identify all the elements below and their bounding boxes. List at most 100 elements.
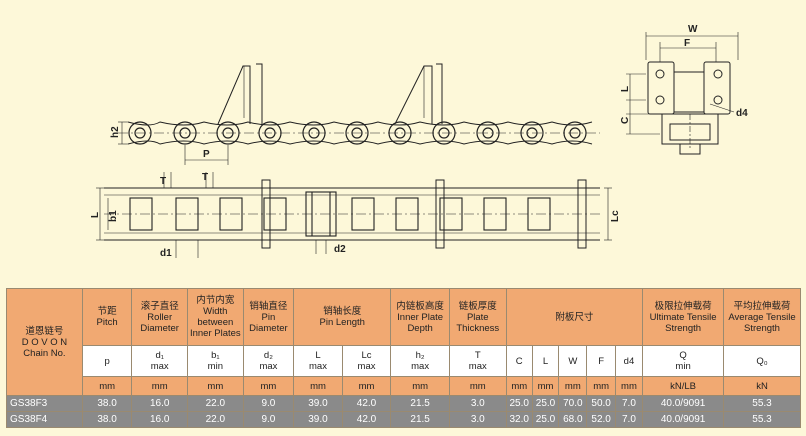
unit-row: mm mm mm mm mm mm mm mm mm mm mm mm mm k… <box>7 376 801 396</box>
sym-sub: max <box>468 361 487 372</box>
sym: T <box>474 350 481 361</box>
dim-w-label: W <box>688 24 698 35</box>
sym: h₂ <box>415 350 425 361</box>
col-header-cn: 滚子直径 <box>140 300 179 312</box>
sym-attach-d4: d4 <box>614 345 644 377</box>
sym: b₁ <box>211 350 220 361</box>
dim-l-attach-label: L <box>620 86 631 92</box>
cell-b1: 22.0 <box>187 411 244 428</box>
model-cell: GS38F3 <box>6 395 83 412</box>
chain-technical-drawing: h2 P W F L C d4 <box>90 24 748 259</box>
col-header-en: Width between Inner Plates <box>189 306 241 339</box>
cell-w: 70.0 <box>558 395 588 412</box>
cell-l: 39.0 <box>293 411 343 428</box>
cell-h2: 21.5 <box>390 411 450 428</box>
sym: d4 <box>623 355 635 367</box>
dim-l-pin-label: L <box>90 212 101 218</box>
unit-cell: mm <box>242 376 295 396</box>
sym-sub: max <box>357 361 376 372</box>
col-header-en: Average Tensile Strength <box>728 311 796 334</box>
unit-cell: mm <box>448 376 507 396</box>
dim-t1-label: T <box>160 176 166 187</box>
cell-c: 25.0 <box>505 395 533 412</box>
table-row: GS38F3 38.0 16.0 22.0 9.0 39.0 42.0 21.5… <box>6 395 801 412</box>
cell-d1: 16.0 <box>131 411 189 428</box>
sym-sub: min <box>675 361 691 372</box>
unit-cell: kN/LB <box>642 376 725 396</box>
sym: Q <box>679 350 687 361</box>
unit-cell: mm <box>293 376 343 396</box>
cell-d4: 7.0 <box>614 411 644 428</box>
col-header-cn: 附板尺寸 <box>555 311 594 323</box>
model-cell: GS38F4 <box>6 411 83 428</box>
sym: C <box>515 355 523 367</box>
col-header-en: Ultimate Tensile Strength <box>649 311 717 334</box>
chain-top-view <box>96 172 612 258</box>
sym-sub: max <box>259 361 278 372</box>
sym: Q₀ <box>756 355 768 367</box>
sym: d₂ <box>263 350 273 361</box>
table-row: GS38F4 38.0 16.0 22.0 9.0 39.0 42.0 21.5… <box>6 411 801 428</box>
model-header-brand: D O V O N <box>21 336 68 348</box>
sym-sub: min <box>207 361 223 372</box>
cell-la: 25.0 <box>531 411 560 428</box>
unit-cell: mm <box>586 376 616 396</box>
col-header-en: Pin Diameter <box>249 311 288 334</box>
col-header-en: Inner Plate Depth <box>397 311 444 334</box>
cell-b1: 22.0 <box>187 395 244 412</box>
attachment-end-view <box>626 32 739 155</box>
cell-q0: 55.3 <box>723 395 801 412</box>
unit-cell: mm <box>531 376 560 396</box>
unit-cell: mm <box>187 376 244 396</box>
unit-cell: mm <box>558 376 588 396</box>
sym-sub: max <box>150 361 169 372</box>
col-attachment-header: 附板尺寸 <box>505 288 644 346</box>
unit-cell: mm <box>341 376 392 396</box>
col-header-cn: 节距 <box>97 306 117 317</box>
cell-d2: 9.0 <box>242 395 295 412</box>
sym-sub: max <box>411 361 430 372</box>
col-header-cn: 内节内宽 <box>196 295 235 306</box>
sym: L <box>315 350 321 361</box>
dim-p-label: P <box>203 149 210 160</box>
sym-attach-w: W <box>558 345 588 377</box>
col-header-cn: 平均拉伸载荷 <box>733 300 791 312</box>
cell-f: 50.0 <box>586 395 616 412</box>
sym-sub: max <box>309 361 327 372</box>
cell-q: 40.0/9091 <box>642 395 725 412</box>
unit-cell: kN <box>723 376 801 396</box>
unit-cell: mm <box>81 376 133 396</box>
cell-l: 39.0 <box>293 395 343 412</box>
dim-d4-label: d4 <box>736 108 748 119</box>
sym-attach-c: C <box>505 345 533 377</box>
cell-t: 3.0 <box>448 395 507 412</box>
model-header-en: Chain No. <box>23 347 66 359</box>
cell-d1: 16.0 <box>131 395 189 412</box>
cell-p: 38.0 <box>81 395 133 412</box>
cell-la: 25.0 <box>531 395 560 412</box>
dim-d2-label: d2 <box>334 244 346 255</box>
col-header-en: Roller Diameter <box>140 311 179 334</box>
sym: L <box>542 355 549 367</box>
col-header-cn: 内链板高度 <box>396 300 444 312</box>
cell-f: 52.0 <box>586 411 616 428</box>
cell-p: 38.0 <box>81 411 133 428</box>
unit-cell: mm <box>505 376 533 396</box>
col-header-en: Plate Thickness <box>456 311 500 334</box>
sym-average: Q₀ <box>723 345 801 377</box>
sym-attach-f: F <box>586 345 616 377</box>
col-header-cn: 极限拉伸载荷 <box>654 300 712 312</box>
